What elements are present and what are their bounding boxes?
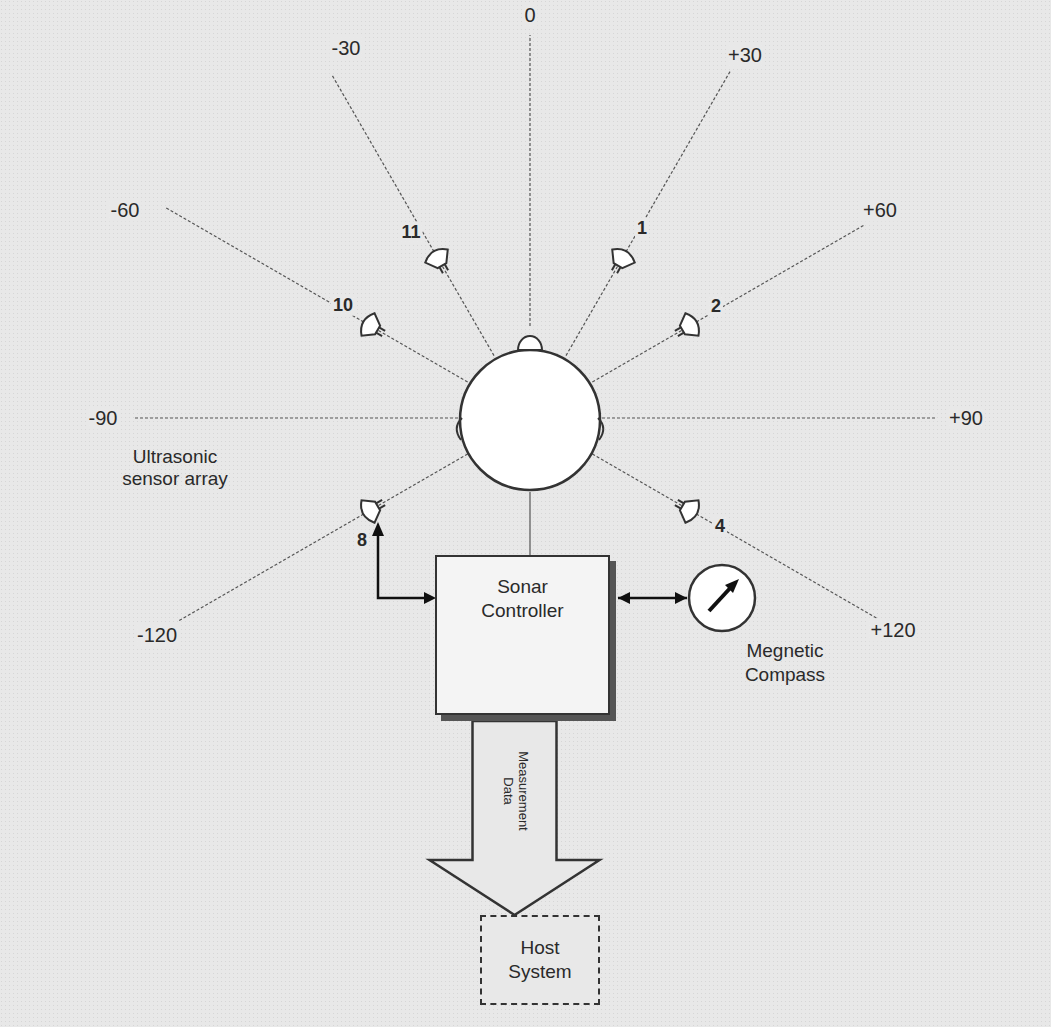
angle-label: +90 xyxy=(947,407,985,430)
nose xyxy=(518,336,542,350)
callout-number: 11 xyxy=(399,222,422,243)
angle-ray xyxy=(333,76,495,356)
edge-label: Measurement Data xyxy=(500,744,530,838)
connector xyxy=(430,721,600,915)
ultrasonic-sensor xyxy=(670,310,703,344)
ultrasonic-sensor xyxy=(670,491,703,525)
controller-box: Sonar Controller xyxy=(435,555,610,715)
compass-node: Megnetic Compass xyxy=(687,563,847,687)
connector xyxy=(618,592,687,604)
callout-number: 1 xyxy=(635,218,649,239)
angle-label: -60 xyxy=(109,199,142,222)
ultrasonic-sensor xyxy=(603,245,637,278)
head-outline xyxy=(460,350,600,490)
callout-number: 8 xyxy=(355,530,369,551)
angle-ray xyxy=(566,72,730,356)
node-text: Host System xyxy=(488,936,592,984)
callout-number: 4 xyxy=(713,516,727,537)
ultrasonic-sensor xyxy=(357,491,390,525)
angle-label: -90 xyxy=(87,407,120,430)
ultrasonic-sensor xyxy=(357,310,390,344)
right-ear xyxy=(598,418,603,440)
angle-label: +30 xyxy=(726,44,764,67)
center-line xyxy=(529,492,530,555)
angle-ray xyxy=(166,208,467,382)
left-ear xyxy=(457,418,462,440)
angle-ray xyxy=(592,226,863,383)
angle-ray xyxy=(602,417,935,418)
angle-label: -120 xyxy=(135,624,179,647)
node-text: Megnetic Compass xyxy=(735,639,835,687)
host-box: Host System xyxy=(480,915,600,1005)
angle-label: +60 xyxy=(861,199,899,222)
compass-symbol xyxy=(687,563,757,633)
arrowhead xyxy=(372,522,384,536)
angle-ray xyxy=(135,417,458,418)
callout-number: 10 xyxy=(331,295,355,316)
angle-label: +120 xyxy=(868,619,917,642)
angle-label: -30 xyxy=(330,37,363,60)
node-text: Sonar Controller xyxy=(437,575,608,623)
ultrasonic-sensor xyxy=(422,245,456,278)
part-label: Ultrasonic sensor array xyxy=(118,446,232,490)
angle-label: 0 xyxy=(522,4,537,27)
callout-number: 2 xyxy=(709,296,723,317)
sensor-link xyxy=(378,532,430,598)
angle-ray xyxy=(529,35,530,326)
